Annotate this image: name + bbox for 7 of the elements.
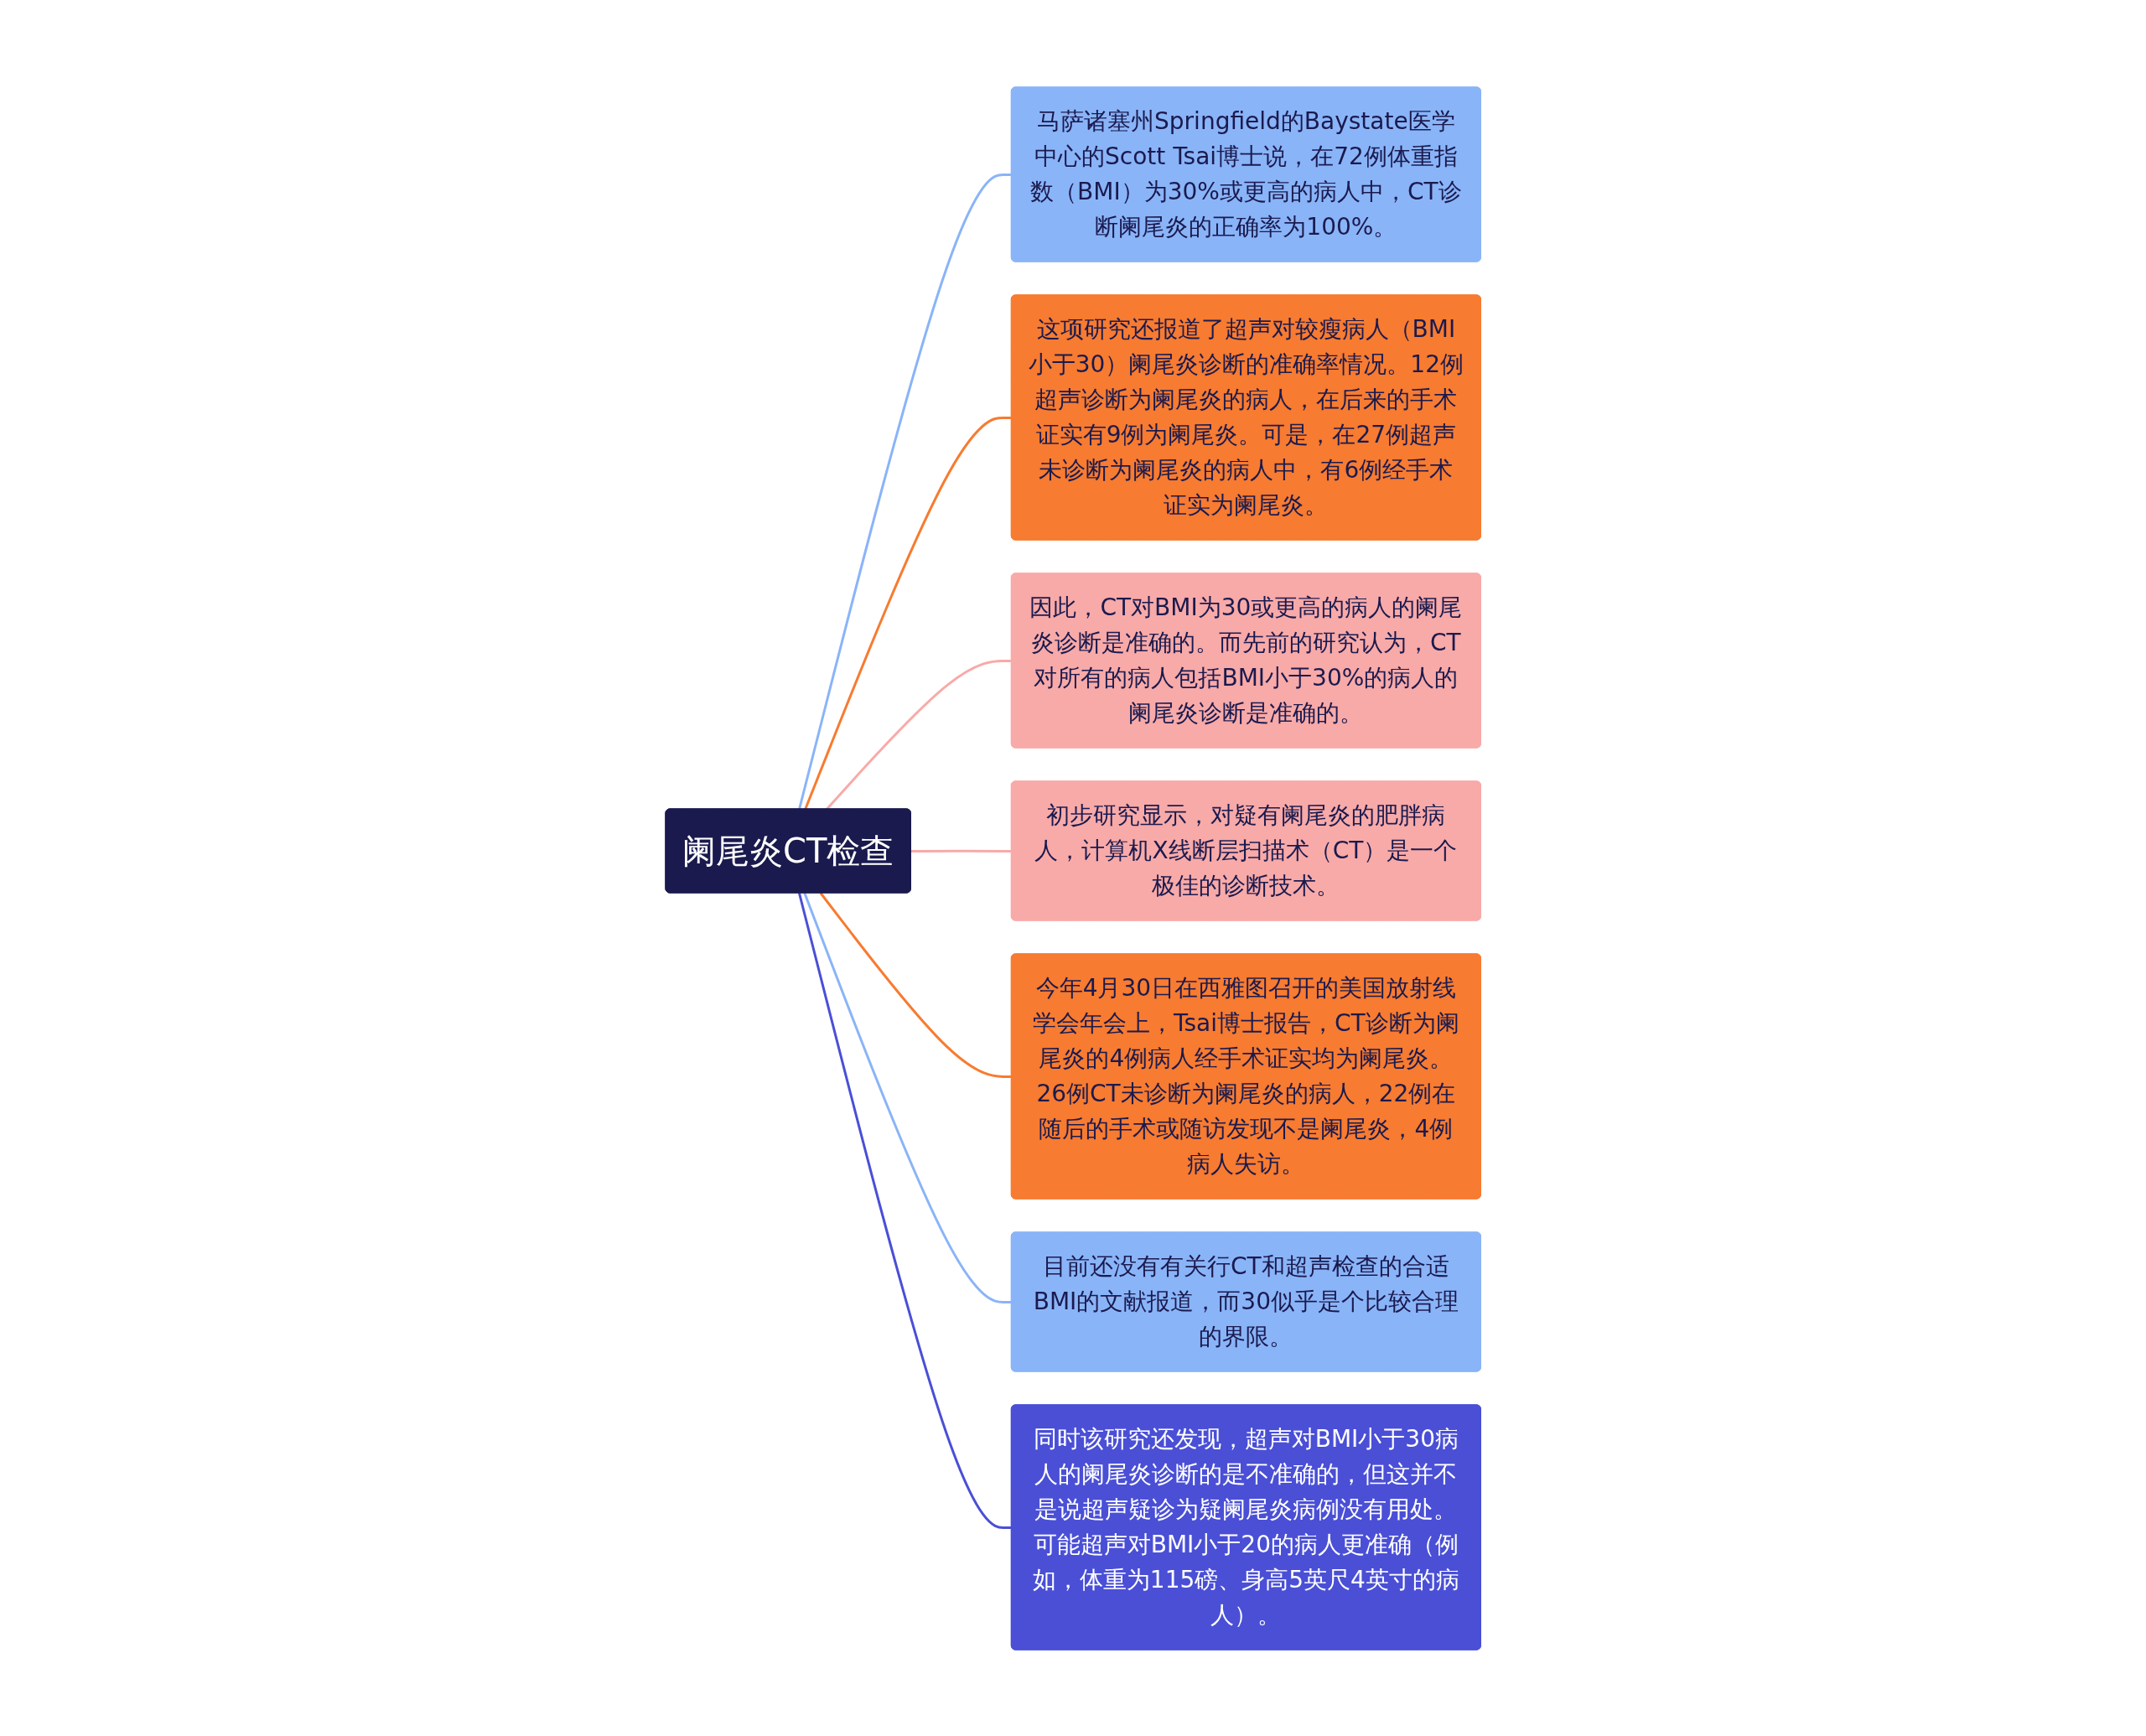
connector [803,892,1012,1303]
connector [910,849,1012,852]
connector [804,416,1012,810]
connector [797,173,1012,810]
connector [825,659,1012,810]
connector [797,892,1012,1529]
connector [819,892,1012,1078]
